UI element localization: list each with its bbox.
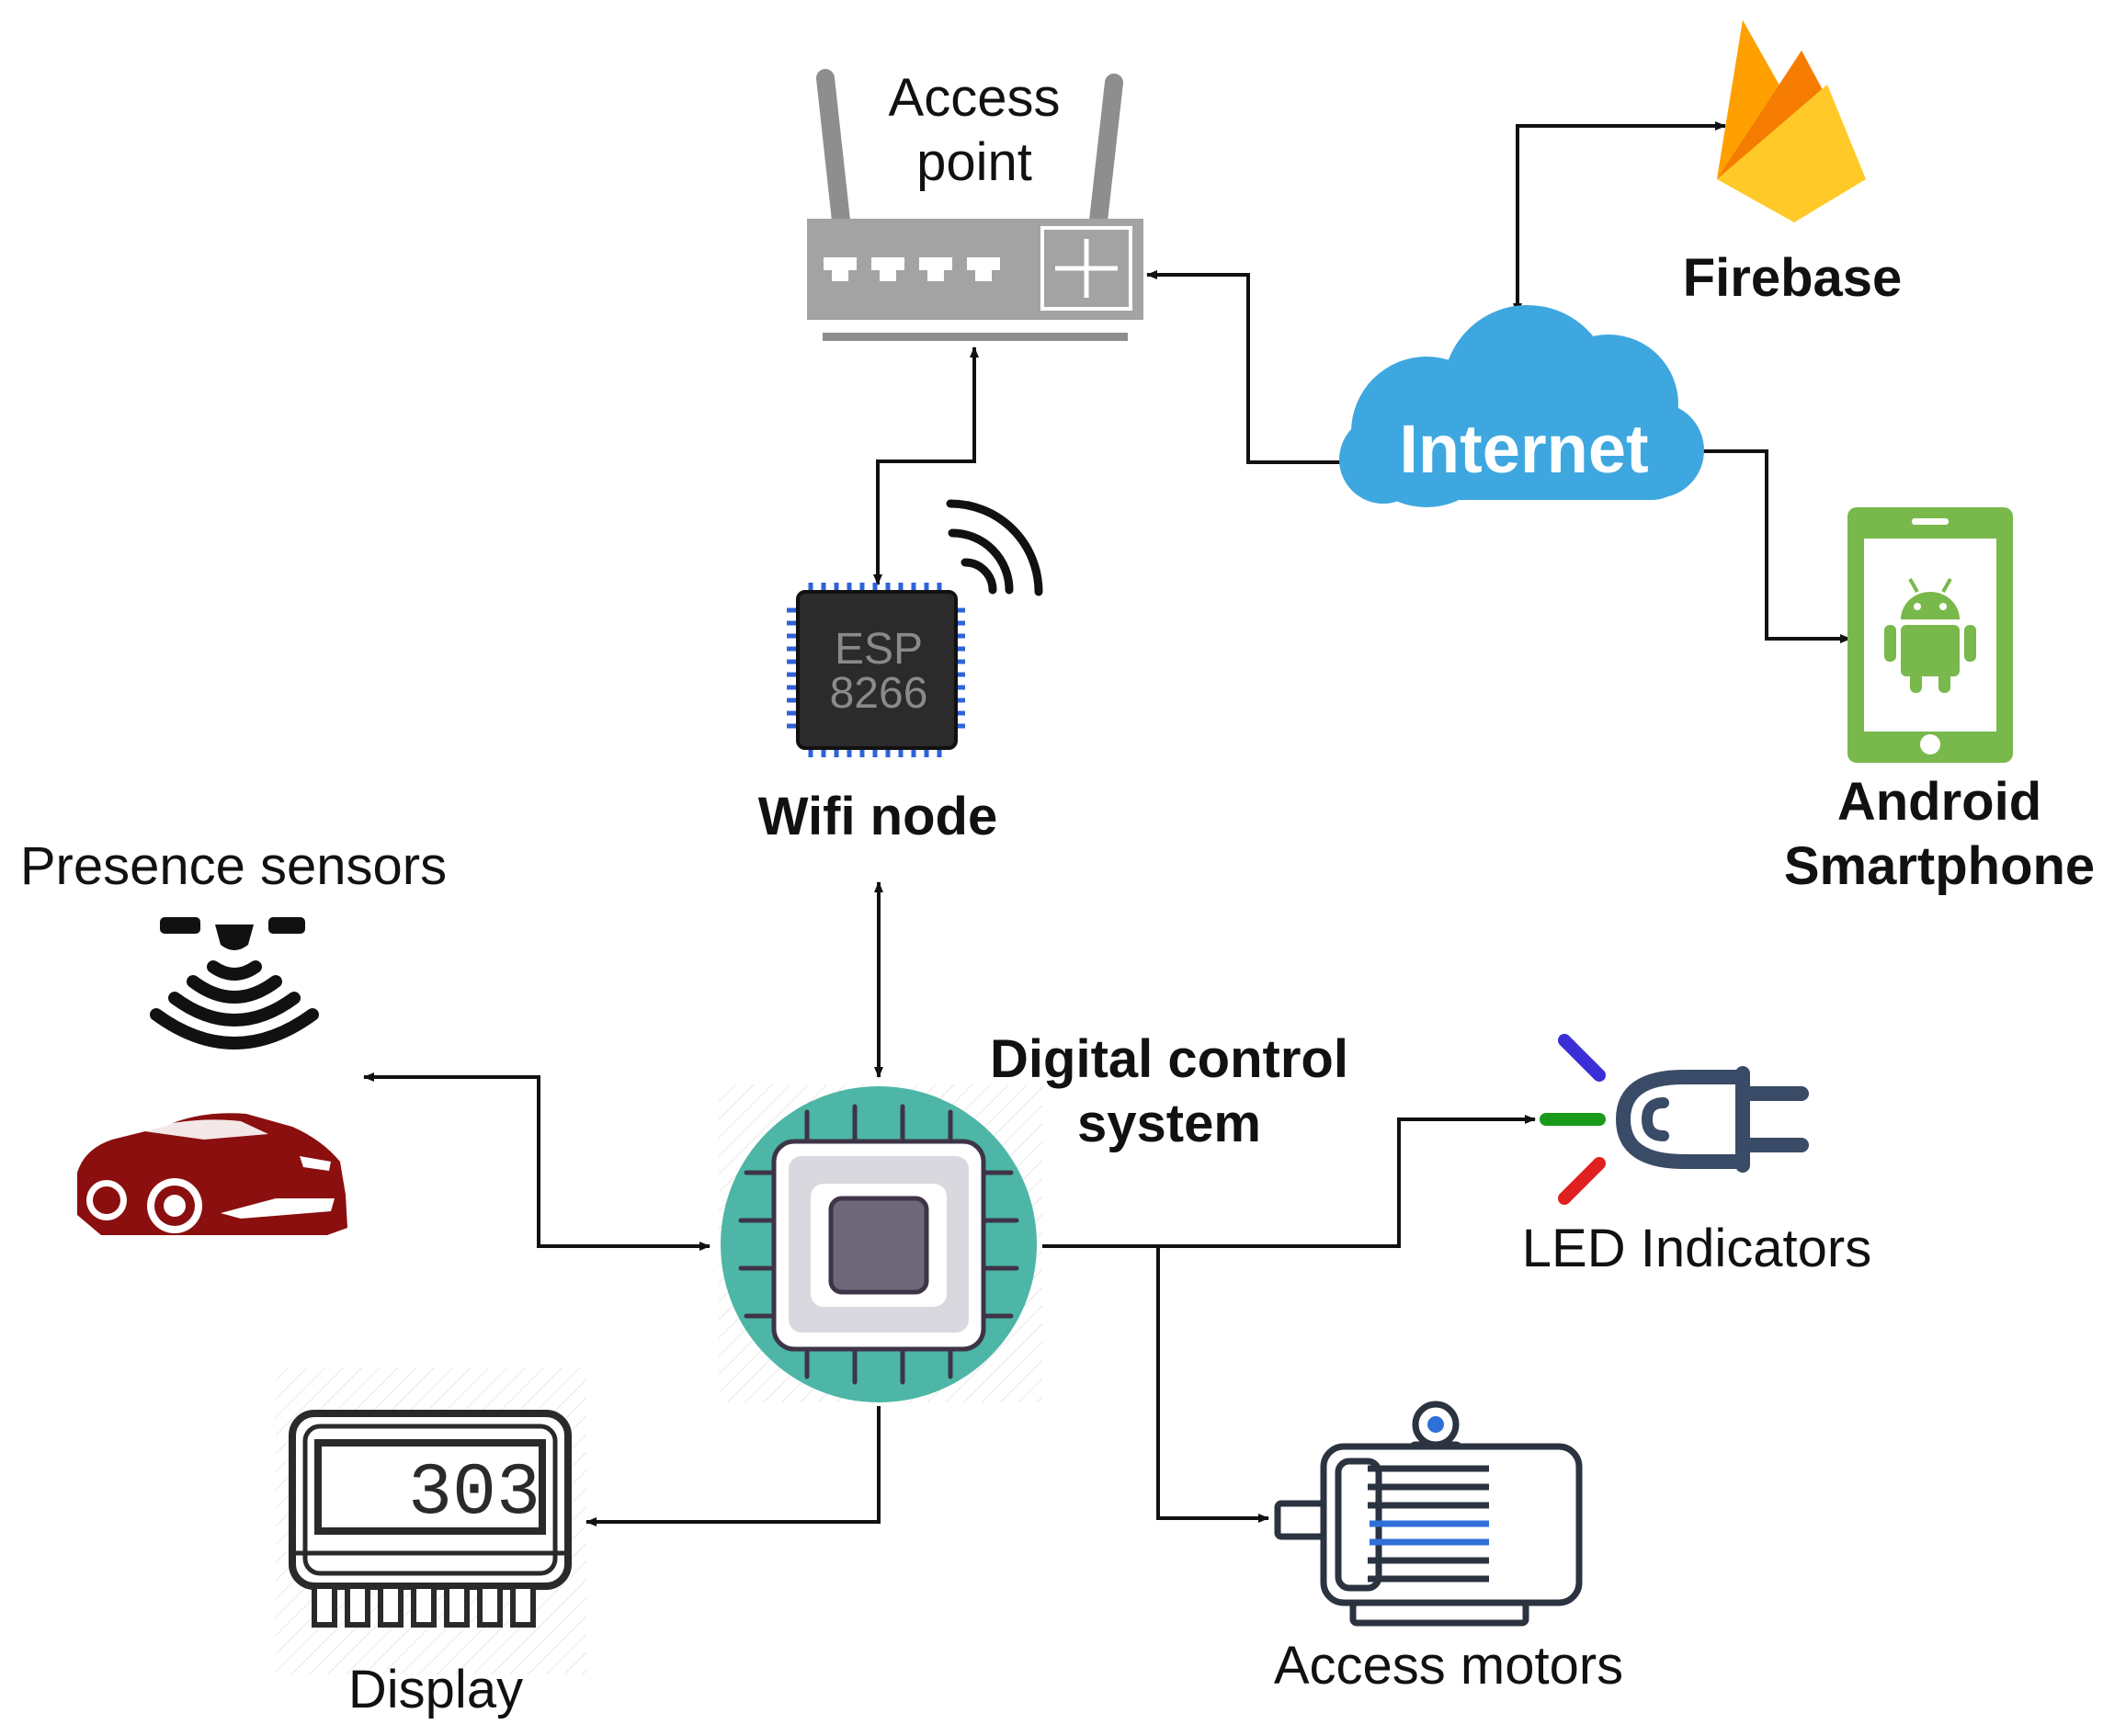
android-phone-icon <box>1847 507 2013 763</box>
connector-mcu-led <box>1042 1115 1536 1248</box>
connector-router-internet <box>1146 270 1356 467</box>
wifi-node-label: Wifi node <box>758 787 997 846</box>
cloud-icon <box>1339 305 1704 507</box>
connector-router-esp <box>873 346 979 585</box>
esp8266-chip-icon <box>787 583 965 757</box>
connector-internet-android <box>1687 447 1851 643</box>
esp-label-line1: ESP <box>835 625 923 674</box>
internet-label: Internet <box>1399 411 1648 487</box>
wifi-waves-icon <box>946 499 1043 596</box>
motor-coil-highlight <box>1370 1520 1489 1546</box>
connectors <box>363 121 1851 1526</box>
connector-mcu-motor <box>1156 1246 1269 1523</box>
access-point-label-line2: point <box>916 132 1032 192</box>
access-point-label-line1: Access <box>889 68 1061 128</box>
led-indicators-label: LED Indicators <box>1522 1219 1871 1278</box>
connector-internet-firebase <box>1513 121 1726 314</box>
electric-motor-icon <box>1274 1401 1583 1627</box>
display-value: 303 <box>408 1452 540 1536</box>
seven-segment-display-icon <box>289 1410 572 1628</box>
connector-sensors-mcu <box>363 1072 710 1251</box>
car-icon <box>77 1113 347 1235</box>
android-label-line2: Smartphone <box>1784 836 2095 896</box>
digital-control-label-line2: system <box>1077 1094 1261 1153</box>
presence-sensor-icon <box>150 917 319 1050</box>
android-label-line1: Android <box>1837 772 2041 832</box>
digital-control-label-line1: Digital control <box>990 1029 1348 1089</box>
access-motors-label: Access motors <box>1274 1636 1623 1696</box>
esp-label-line2: 8266 <box>830 669 928 718</box>
firebase-label: Firebase <box>1683 248 1903 308</box>
connector-mcu-display <box>585 1406 881 1526</box>
router-icon <box>807 69 1143 341</box>
microcontroller-icon <box>721 1086 1037 1402</box>
led-icon <box>1540 1034 1809 1205</box>
display-label: Display <box>348 1660 523 1719</box>
firebase-icon <box>1717 20 1866 222</box>
presence-sensors-label: Presence sensors <box>20 836 447 896</box>
